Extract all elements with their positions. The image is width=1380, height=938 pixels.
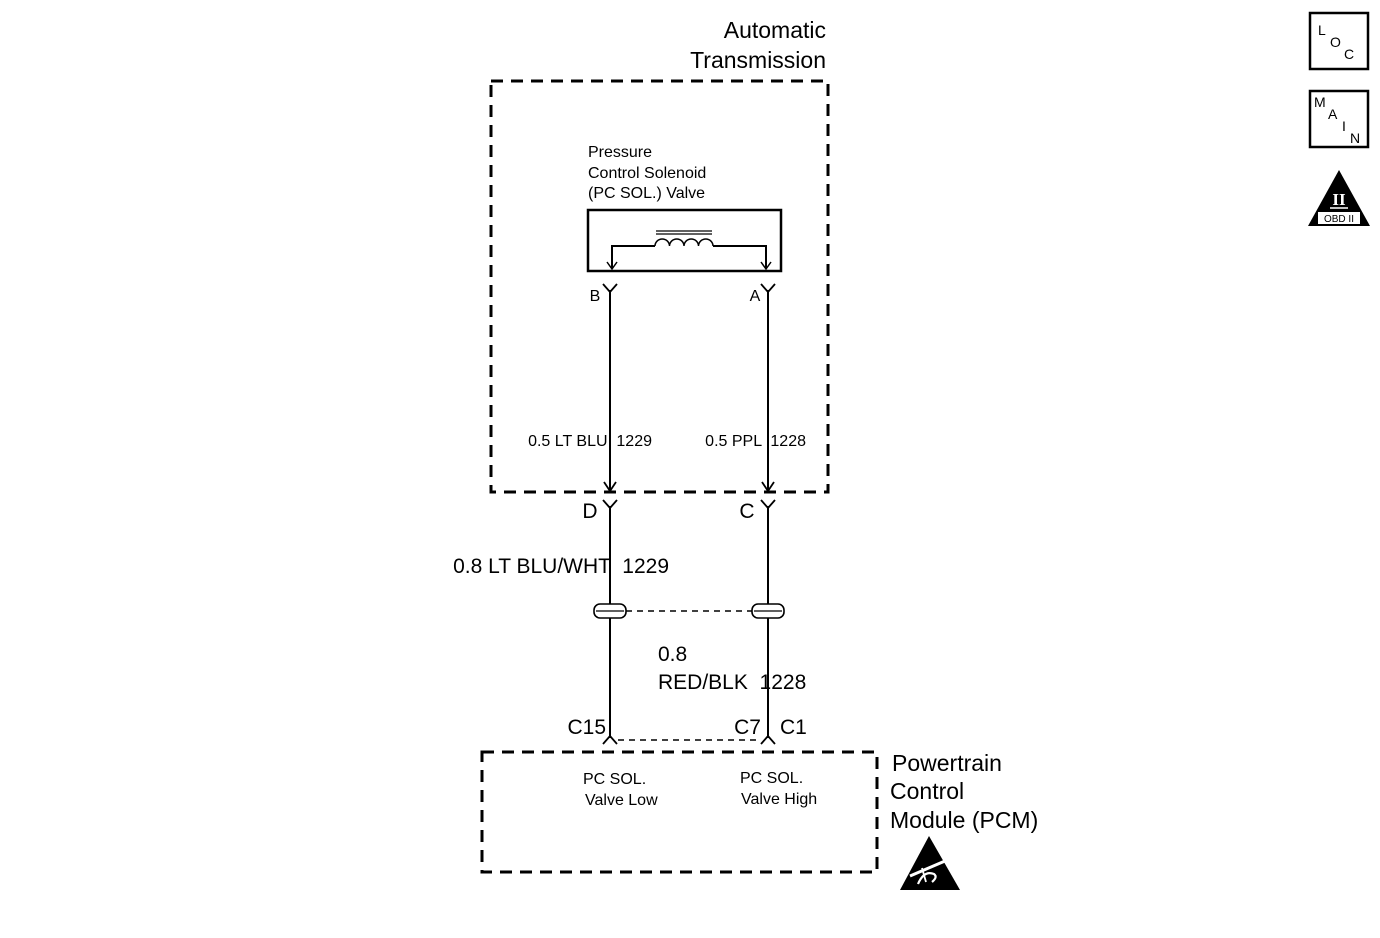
svg-text:O: O	[1330, 34, 1341, 50]
main-icon: M A I N	[1308, 89, 1370, 149]
transmission-title-line1: Automatic	[724, 17, 826, 43]
obd-ii-icon: II OBD II	[1308, 170, 1370, 226]
pcm-high-label-line2: Valve High	[741, 791, 817, 808]
wire-1228-outer-label-line2: RED/BLK 1228	[658, 671, 806, 694]
solenoid-label-line1: Pressure	[588, 144, 652, 161]
wire-1229-outer-label: 0.8 LT BLU/WHT 1229	[453, 555, 669, 578]
pcm-title-line1: Powertrain	[892, 750, 1002, 776]
wire-1228-outer-label-line1: 0.8	[658, 643, 687, 666]
pcm-boundary	[480, 750, 879, 874]
svg-text:L: L	[1318, 22, 1326, 38]
pcm-title-line2: Control	[890, 778, 964, 804]
pcm-low-label-line1: PC SOL.	[583, 771, 646, 788]
connector-c15-icon	[602, 734, 618, 745]
esd-warning-icon	[900, 836, 960, 890]
solenoid-valve	[586, 208, 783, 273]
pin-d-label: D	[582, 500, 597, 523]
transmission-boundary	[489, 79, 830, 494]
wire-1229-inner-label: 0.5 LT BLU 1229	[528, 433, 652, 450]
connector-c7-icon	[760, 734, 776, 745]
svg-text:A: A	[1328, 106, 1338, 122]
pin-c1-label: C1	[780, 716, 807, 739]
svg-text:M: M	[1314, 94, 1326, 110]
svg-text:C: C	[1344, 46, 1354, 62]
coil-icon	[654, 238, 714, 247]
svg-text:II: II	[1332, 190, 1346, 209]
pin-b-label: B	[590, 288, 601, 305]
pin-c15-label: C15	[567, 716, 606, 739]
pcm-low-label-line2: Valve Low	[585, 792, 658, 809]
svg-text:OBD II: OBD II	[1324, 214, 1354, 225]
twisted-pair-marker	[593, 603, 785, 619]
svg-text:N: N	[1350, 130, 1360, 146]
loc-icon: L O C	[1308, 11, 1370, 71]
transmission-title-line2: Transmission	[690, 47, 826, 73]
svg-text:I: I	[1342, 118, 1346, 134]
solenoid-label-line2: Control Solenoid	[588, 165, 706, 182]
pin-a-label: A	[750, 288, 761, 305]
solenoid-label-line3: (PC SOL.) Valve	[588, 185, 705, 202]
pcm-high-label-line1: PC SOL.	[740, 770, 803, 787]
pcm-title-line3: Module (PCM)	[890, 807, 1038, 833]
wire-1228-inner-label: 0.5 PPL 1228	[705, 433, 806, 450]
pin-c-label: C	[739, 500, 754, 523]
pin-c7-label: C7	[734, 716, 761, 739]
